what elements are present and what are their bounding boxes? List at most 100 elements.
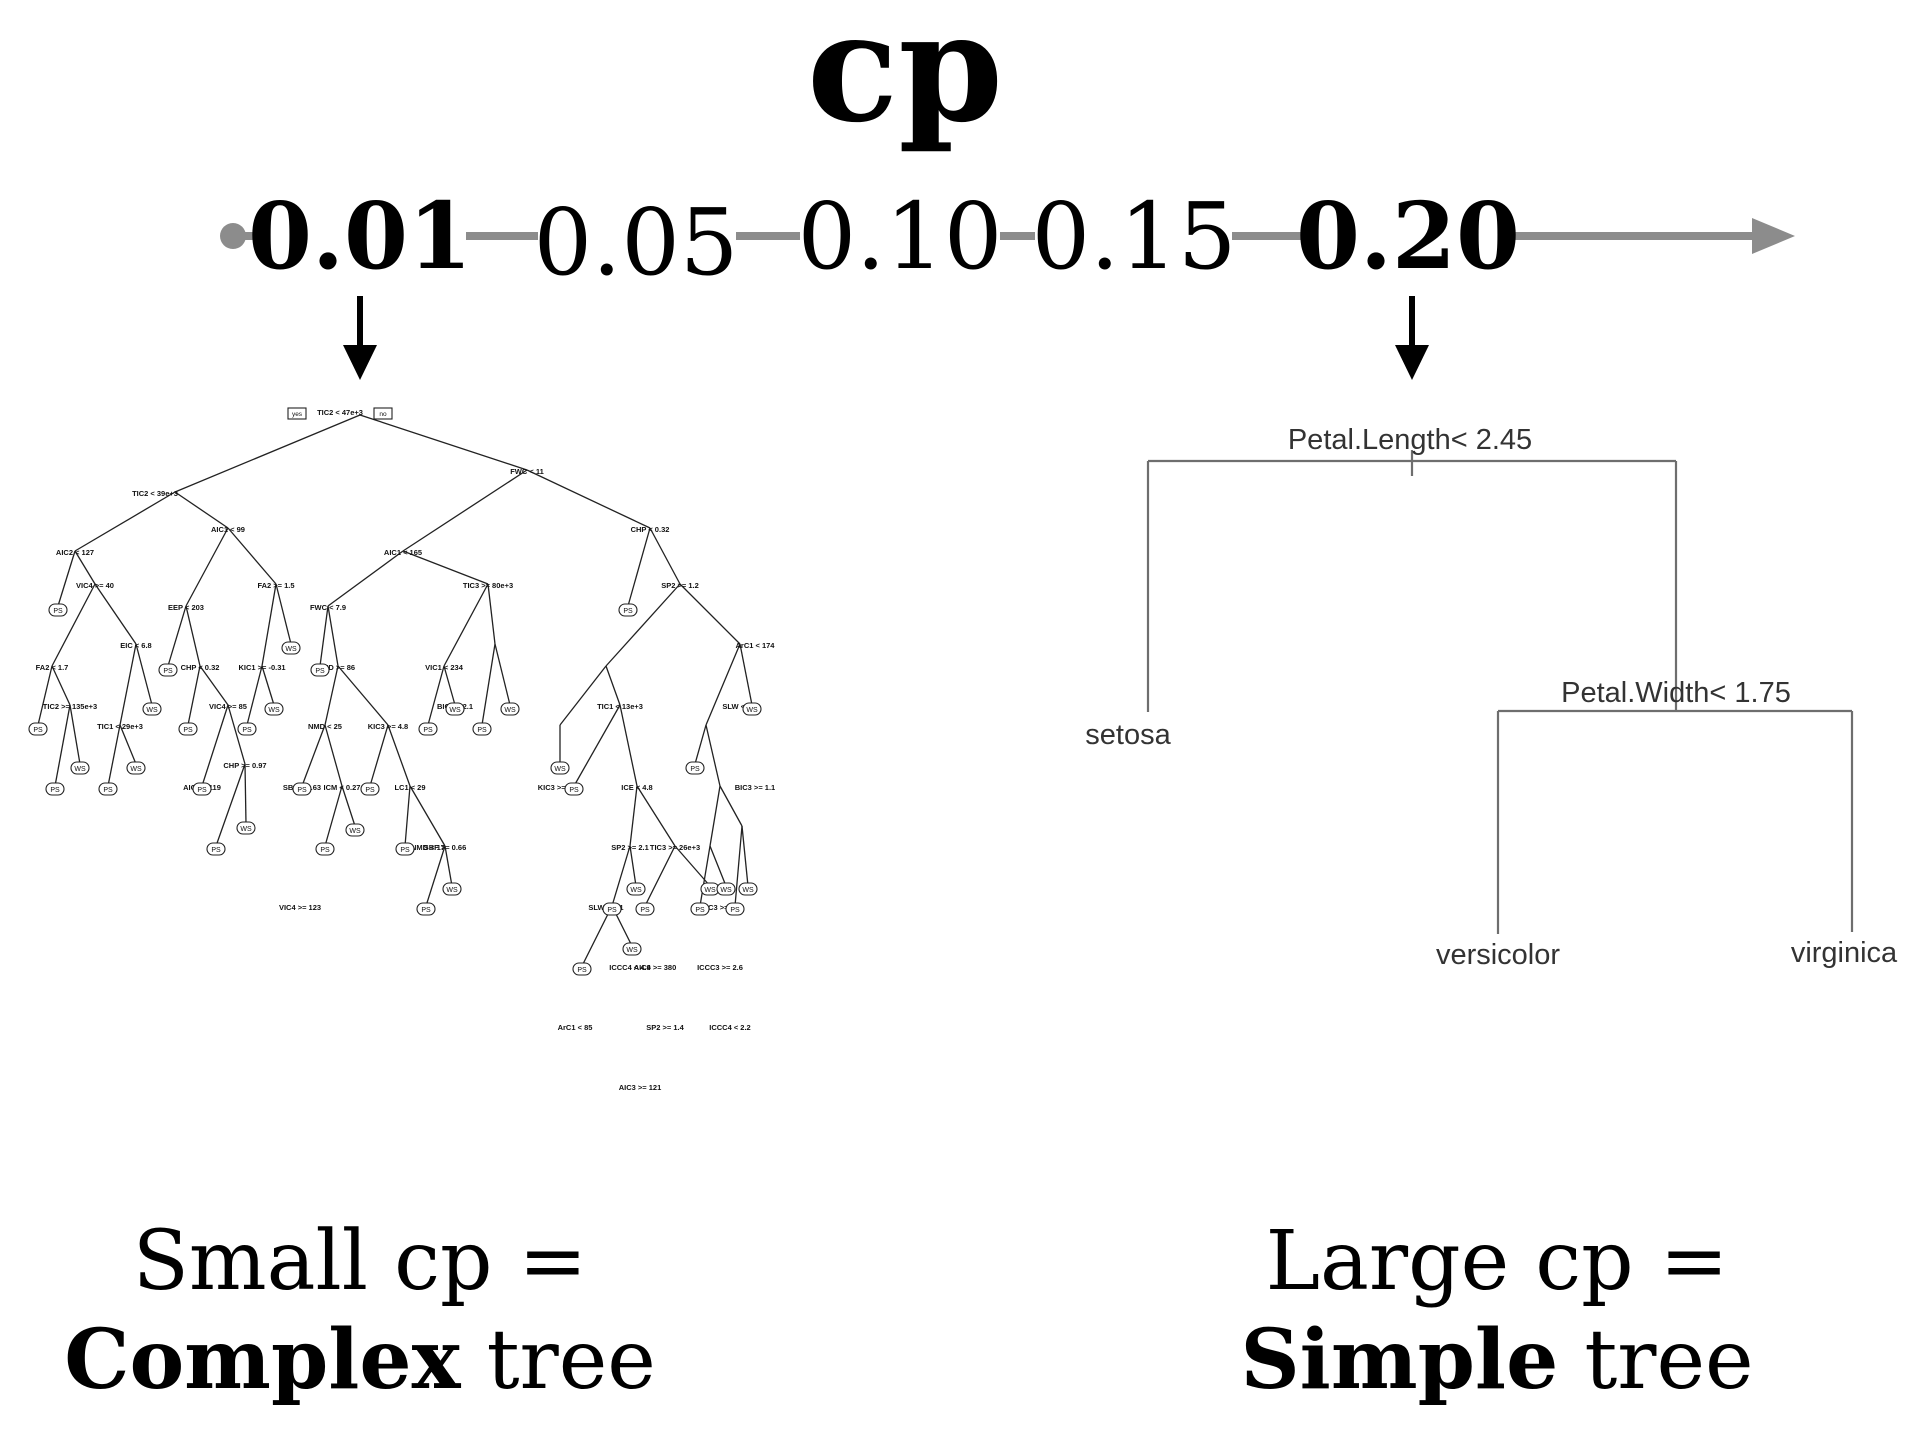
complex-tree-split: LC1 < 29	[394, 783, 425, 792]
complex-tree-leaf-box	[418, 722, 438, 736]
complex-tree-leaf-label: WS	[130, 766, 142, 773]
complex-tree-leaf-box	[635, 902, 655, 916]
complex-tree-edge	[741, 825, 749, 887]
complex-tree-yes-box	[287, 407, 307, 420]
simple-tree	[1146, 450, 1854, 934]
complex-tree-leaf-label: PS	[400, 847, 410, 854]
complex-tree-edge	[227, 527, 277, 585]
complex-tree-edge	[185, 527, 229, 607]
complex-tree-edge	[404, 785, 411, 847]
simple-tree-leaf-versicolor: versicolor	[1436, 939, 1560, 971]
complex-tree-edge	[444, 845, 453, 887]
complex-tree-edge	[605, 665, 621, 706]
complex-tree-leaf-box	[445, 702, 465, 716]
complex-tree-leaf-label: PS	[53, 608, 63, 615]
complex-tree-leaf-box	[310, 663, 330, 677]
complex-tree-leaf-label: PS	[365, 787, 375, 794]
complex-tree-leaf-label: PS	[421, 907, 431, 914]
complex-tree-split: NMD < 25	[308, 722, 342, 731]
complex-tree-edge	[427, 665, 445, 726]
complex-tree-leaf-box	[178, 722, 198, 736]
complex-tree-edge	[51, 665, 71, 706]
complex-tree-leaf-label: PS	[297, 787, 307, 794]
simple-tree-leaf-setosa: setosa	[1085, 719, 1171, 751]
complex-tree-split: AIC3 >= 121	[619, 1083, 662, 1092]
complex-tree-leaf-label: PS	[183, 727, 193, 734]
complex-tree-split: EIC < 6.8	[120, 641, 151, 650]
complex-tree-split: TIC3 >= 80e+3	[463, 581, 513, 590]
simple-tree-leaf-virginica: virginica	[1791, 937, 1898, 969]
complex-tree-leaf-label: PS	[730, 907, 740, 914]
complex-tree-edge	[679, 583, 741, 645]
complex-tree-split: AIC1 < 165	[384, 548, 422, 557]
complex-tree-edge	[74, 491, 176, 552]
complex-tree-leaf-box	[126, 761, 146, 775]
complex-tree-leaf-box	[264, 702, 284, 716]
left-caption-bold: Complex	[64, 1312, 461, 1408]
complex-tree-edge	[135, 643, 153, 706]
complex-tree-leaf-label: PS	[569, 787, 579, 794]
complex-tree-root-split: TIC2 < 47e+3	[317, 408, 363, 417]
complex-tree-edge	[487, 583, 496, 645]
complex-tree-edge	[402, 550, 489, 585]
complex-tree-yes-label: yes	[292, 411, 303, 418]
complex-tree-split: FWC < 7.9	[310, 603, 346, 612]
complex-tree-split: ArC1 < 85	[558, 1023, 593, 1032]
complex-tree-edge	[481, 643, 496, 726]
complex-tree-leaf-box	[716, 882, 736, 896]
complex-tree-edge	[54, 704, 71, 787]
complex-tree-edge	[74, 550, 96, 585]
complex-tree-edge	[619, 704, 638, 787]
complex-tree-leaf-label: WS	[146, 707, 158, 714]
complex-tree-leaf-box	[416, 902, 436, 916]
complex-tree-split: KIC3 >= 0.81	[538, 783, 583, 792]
complex-tree-split: KIC3 >= 4.8	[368, 722, 408, 731]
left-caption-rest: tree	[460, 1313, 656, 1408]
complex-tree-leaf-box	[281, 641, 301, 655]
complex-tree-edge	[627, 527, 651, 607]
scale-tick-2: 0.10	[798, 183, 1003, 290]
complex-tree-split: TIC1 < 13e+3	[597, 702, 643, 711]
complex-tree-split: ArC1 < 174	[736, 641, 776, 650]
complex-tree-edge	[359, 414, 528, 471]
complex-tree-edge	[244, 763, 247, 825]
complex-tree-leaf-label: WS	[449, 707, 461, 714]
complex-tree-leaf-label: PS	[320, 847, 330, 854]
complex-tree-leaf-box	[158, 663, 178, 677]
complex-tree-edge	[719, 785, 743, 827]
complex-tree-edge	[324, 665, 339, 726]
complex-tree-edge	[425, 845, 446, 907]
complex-tree-split: CHP < 0.32	[631, 525, 670, 534]
complex-tree-leaf-box	[206, 842, 226, 856]
complex-tree-edge	[261, 583, 277, 667]
complex-tree-edge	[526, 469, 651, 529]
complex-tree-edge	[107, 724, 121, 787]
complex-tree-leaf-box	[500, 702, 520, 716]
complex-tree-edge	[174, 414, 361, 493]
complex-tree-leaf-label: PS	[163, 668, 173, 675]
complex-tree-split: FA2 >= 1.5	[257, 581, 294, 590]
complex-tree-leaf-label: WS	[554, 766, 566, 773]
complex-tree-edge	[559, 665, 607, 726]
complex-tree-leaf-label: WS	[268, 707, 280, 714]
complex-tree-edge	[409, 785, 446, 847]
complex-tree-leaf-box	[626, 882, 646, 896]
complex-tree-leaf-label: PS	[690, 766, 700, 773]
complex-tree-edge	[69, 704, 81, 765]
complex-tree-edge	[629, 785, 638, 847]
complex-tree-leaf-box	[292, 782, 312, 796]
complex-tree-leaf-label: PS	[695, 907, 705, 914]
simple-tree-root-split: Petal.Length< 2.45	[1288, 424, 1532, 456]
complex-tree-leaf-box	[70, 761, 90, 775]
complex-tree-no-box	[373, 407, 393, 420]
complex-tree-edge	[734, 825, 743, 907]
cp-scale-line	[220, 218, 1795, 254]
complex-tree-edge	[705, 724, 721, 787]
complex-tree-leaf-label: PS	[50, 787, 60, 794]
complex-tree-edge	[275, 583, 292, 645]
complex-tree-edge	[581, 905, 613, 967]
complex-tree-edge	[694, 724, 707, 765]
